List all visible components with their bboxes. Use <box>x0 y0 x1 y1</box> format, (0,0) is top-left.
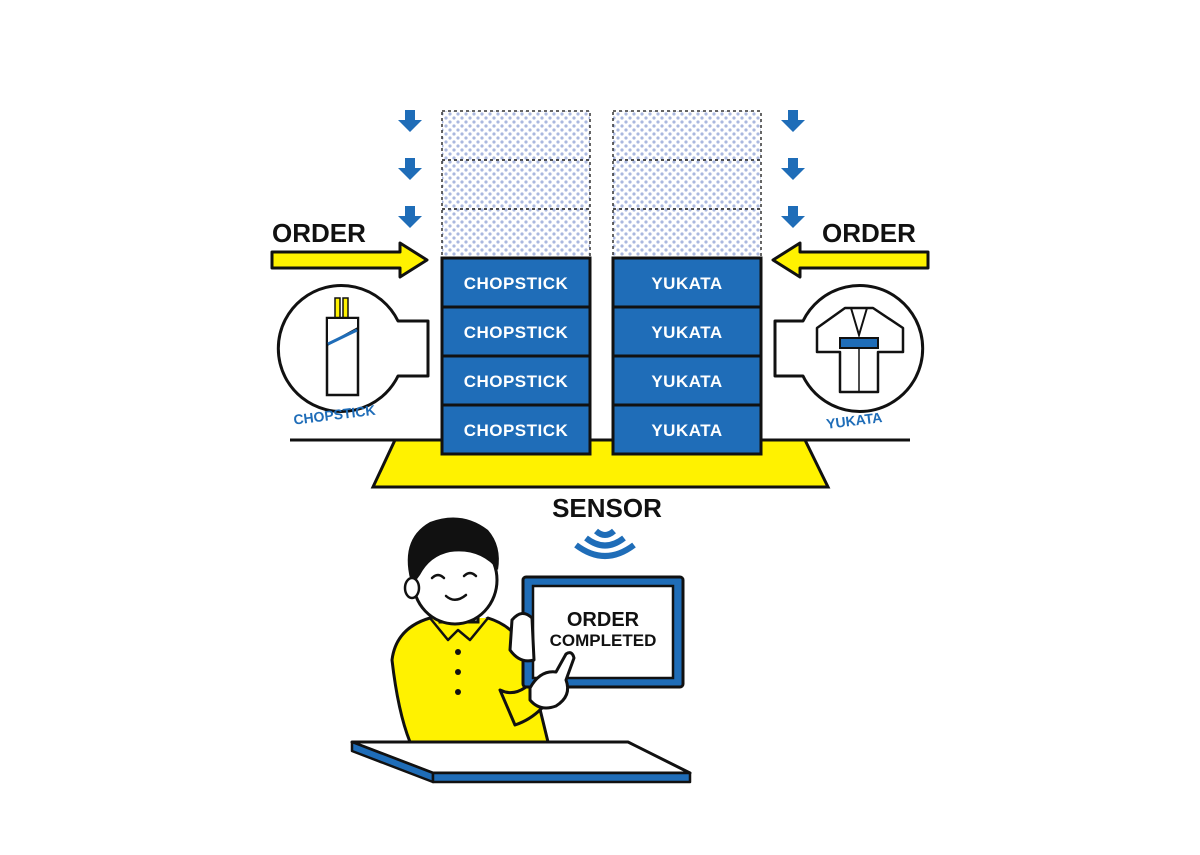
order-arrow-icon <box>270 241 429 279</box>
sensor-wave-icon <box>574 528 636 559</box>
hair <box>407 517 499 586</box>
down-arrow-icon <box>781 110 805 132</box>
chopstick-box <box>440 256 592 309</box>
stack-right: YUKATA YUKATA YUKATA YUKATA <box>611 256 763 456</box>
holding-hand <box>508 612 536 663</box>
chopstick-callout: CHOPSTICK <box>276 284 430 428</box>
down-arrow-icon <box>398 110 422 132</box>
chopstick-box-label: CHOPSTICK <box>464 372 569 391</box>
down-arrow-icon <box>398 206 422 228</box>
down-arrow-icon <box>781 206 805 228</box>
yukata-box <box>611 256 763 309</box>
sensor-label: SENSOR <box>552 493 662 523</box>
empty-slots-left <box>441 110 591 259</box>
pointing-hand <box>528 651 576 710</box>
yukata-icon <box>815 306 905 394</box>
desk-edge-front <box>431 771 692 784</box>
chopstick-box-label: CHOPSTICK <box>464 421 569 440</box>
yukata-box-label: YUKATA <box>651 323 722 342</box>
order-arrow-icon <box>771 241 930 279</box>
yukata-box-label: YUKATA <box>651 421 722 440</box>
yukata-box-label: YUKATA <box>651 372 722 391</box>
down-arrow-icon <box>781 158 805 180</box>
tablet-line-2: COMPLETED <box>550 631 657 650</box>
chopstick-icon <box>325 297 360 397</box>
yukata-box <box>611 403 763 456</box>
order-label-right: ORDER <box>822 218 916 248</box>
yukata-box-label: YUKATA <box>651 274 722 293</box>
chopstick-box-label: CHOPSTICK <box>464 323 569 342</box>
down-arrows-left <box>398 110 422 228</box>
chopstick-box <box>440 305 592 358</box>
yukata-box <box>611 354 763 407</box>
down-arrow-icon <box>398 158 422 180</box>
order-label-left: ORDER <box>272 218 366 248</box>
yukata-caption: YUKATA <box>825 409 883 432</box>
yukata-callout: YUKATA <box>773 284 925 432</box>
tablet-line-1: ORDER <box>567 609 640 631</box>
empty-slots-right <box>612 110 762 259</box>
chopstick-box-label: CHOPSTICK <box>464 274 569 293</box>
tablet: ORDER COMPLETED <box>521 575 685 689</box>
stack-left: CHOPSTICK CHOPSTICK CHOPSTICK CHOPSTICK <box>440 256 592 456</box>
down-arrows-right <box>781 110 805 228</box>
chopstick-box <box>440 403 592 456</box>
